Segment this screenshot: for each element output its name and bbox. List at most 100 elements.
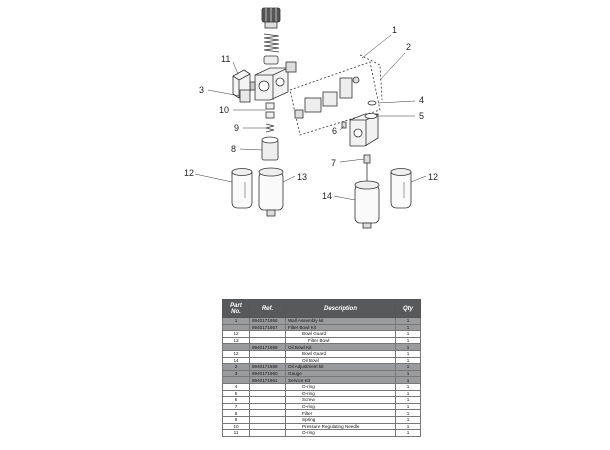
callout-1: 1 [392, 25, 397, 35]
siphon-tube [363, 154, 371, 185]
needle-valve [265, 111, 275, 119]
cell-qty: 1 [395, 369, 421, 378]
cell-qty: 1 [395, 356, 421, 365]
oil-adjustment-parts [294, 76, 360, 119]
cell-part: 2 [222, 363, 250, 371]
callout-labels: 1 2 3 4 5 6 7 8 9 10 11 12 13 14 12 [184, 25, 438, 201]
cell-qty: 1 [395, 336, 421, 345]
callout-14: 14 [322, 191, 332, 201]
cell-description: Wall Assembly kit [285, 317, 396, 325]
header-description: Description [285, 299, 396, 318]
assembly-outline [289, 54, 383, 136]
callout-12-right: 12 [428, 172, 438, 182]
oil-bowl [354, 180, 380, 229]
cell-description: O-ring [285, 429, 396, 437]
header-ref: Ref. [249, 299, 286, 318]
cell-ref: 8940171959 [249, 363, 286, 371]
piston [263, 55, 279, 65]
cell-ref [249, 389, 286, 398]
cell-description: Oil Bowl Kit [285, 343, 396, 351]
cell-qty: 1 [395, 376, 421, 384]
cell-ref [249, 402, 286, 411]
cell-qty: 1 [395, 415, 421, 424]
callout-7: 7 [331, 158, 336, 168]
cell-ref [249, 409, 286, 417]
cell-description: Oil Adjustment kit [285, 363, 396, 371]
cell-qty: 1 [395, 402, 421, 411]
cell-description: O-ring [285, 382, 396, 391]
callout-13: 13 [297, 172, 307, 182]
cell-ref [249, 396, 286, 404]
screw-6 [341, 121, 347, 129]
cell-part: 1 [222, 317, 250, 325]
cell-ref [249, 330, 286, 338]
callout-12-left: 12 [184, 168, 194, 178]
cell-qty: 1 [395, 389, 421, 398]
bowl-guard-left [231, 168, 253, 209]
cell-qty: 1 [395, 382, 421, 391]
o-ring-4 [367, 100, 377, 106]
cell-part: 13 [222, 336, 250, 345]
cell-description: Bowl Guard [285, 330, 396, 338]
cell-ref [249, 422, 286, 431]
callout-5: 5 [419, 111, 424, 121]
lubricator-body [349, 113, 379, 147]
callout-10: 10 [219, 105, 229, 115]
callout-8: 8 [231, 144, 236, 154]
callout-3: 3 [199, 85, 204, 95]
cell-ref: 8940171960 [249, 369, 286, 378]
cell-part: 8 [222, 409, 250, 417]
small-spring [265, 123, 275, 133]
cell-part: 12 [222, 349, 250, 358]
cell-part: 12 [222, 330, 250, 338]
cell-part: 6 [222, 396, 250, 404]
cell-qty: 1 [395, 429, 421, 437]
cell-description: Oil Bowl [285, 356, 396, 365]
cell-qty: 1 [395, 317, 421, 325]
cell-ref [249, 415, 286, 424]
needle-seat [265, 102, 275, 110]
callout-4: 4 [419, 95, 424, 105]
cell-part [222, 376, 250, 384]
cell-part: 10 [222, 422, 250, 431]
cell-qty: 1 [395, 330, 421, 338]
cell-ref: 8940171956 [249, 317, 286, 325]
regulator-knob [261, 7, 281, 29]
cell-part: 5 [222, 389, 250, 398]
callout-9: 9 [234, 123, 239, 133]
cell-description: Service Kit [285, 376, 396, 384]
spring [263, 33, 280, 53]
callout-2: 2 [406, 42, 411, 52]
cell-part: 3 [222, 369, 250, 378]
gauge-block [239, 89, 251, 103]
cell-description: Filter Bowl Kit [285, 323, 396, 332]
leader-lines [194, 34, 427, 201]
cell-description: Filter Bowl [285, 336, 396, 345]
cell-part [222, 323, 250, 332]
cell-part: 4 [222, 382, 250, 391]
cell-part: 7 [222, 402, 250, 411]
header-part-no: Part No. [222, 299, 250, 318]
o-ring-5 [364, 113, 378, 119]
regulator-body [249, 67, 289, 101]
exploded-view-diagram: 1 2 3 4 5 6 7 8 9 10 11 12 13 14 12 [184, 7, 438, 229]
cell-description: Screw [285, 396, 396, 404]
cell-part [222, 343, 250, 351]
cell-qty: 1 [395, 323, 421, 332]
cell-description: O-ring [285, 389, 396, 398]
cell-description: Spring [285, 415, 396, 424]
